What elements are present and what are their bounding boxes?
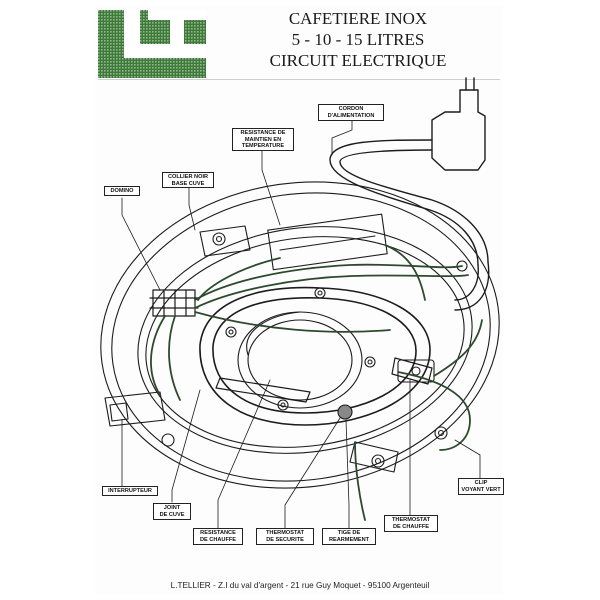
label-tige-rearmement: TIGE DE REARMEMENT [322,528,376,545]
mounting-tabs [199,225,399,473]
label-thermostat-securite: THERMOSTAT DE SECURITE [256,528,314,545]
title-line-3: CIRCUIT ELECTRIQUE [269,51,447,70]
heating-element [199,286,431,426]
element-straps [215,357,433,403]
maintain-resistor [267,213,388,271]
footer-address: L.TELLIER - Z.I du val d'argent - 21 rue… [170,581,430,590]
inner-collar [137,226,473,454]
label-joint-cuve: JOINT DE CUVE [153,503,191,520]
label-interrupteur: INTERRUPTEUR [102,486,158,496]
label-clip-voyant: CLIP VOYANT VERT [458,478,504,495]
thermostat-heating [397,359,435,383]
title-block: CAFETIERE INOX 5 - 10 - 15 LITRES CIRCUI… [248,8,468,71]
central-plate [237,311,363,409]
title-line-1: CAFETIERE INOX [288,9,428,28]
document-page [95,5,503,595]
label-collier-noir: COLLIER NOIR BASE CUVE [162,172,214,188]
label-resistance-chauffe: RESISTANCE DE CHAUFFE [193,528,243,545]
screw-terminals [161,232,468,468]
company-logo [98,10,206,78]
leader-lines [121,119,481,529]
safety-thermostat [337,404,353,420]
power-cord [329,77,490,311]
internal-wiring [150,244,483,521]
label-cordon-alimentation: CORDON D'ALIMENTATION [318,104,384,121]
base-outer-rim [100,181,500,489]
switch-body [104,391,166,427]
label-resistance-maintien: RESISTANCE DE MAINTIEN EN TEMPERATURE [232,128,294,151]
label-domino: DOMINO [104,186,140,196]
domino-block [149,289,199,317]
title-line-2: 5 - 10 - 15 LITRES [291,30,425,49]
header-divider [98,79,500,80]
label-thermostat-chauffe: THERMOSTAT DE CHAUFFE [384,515,438,532]
